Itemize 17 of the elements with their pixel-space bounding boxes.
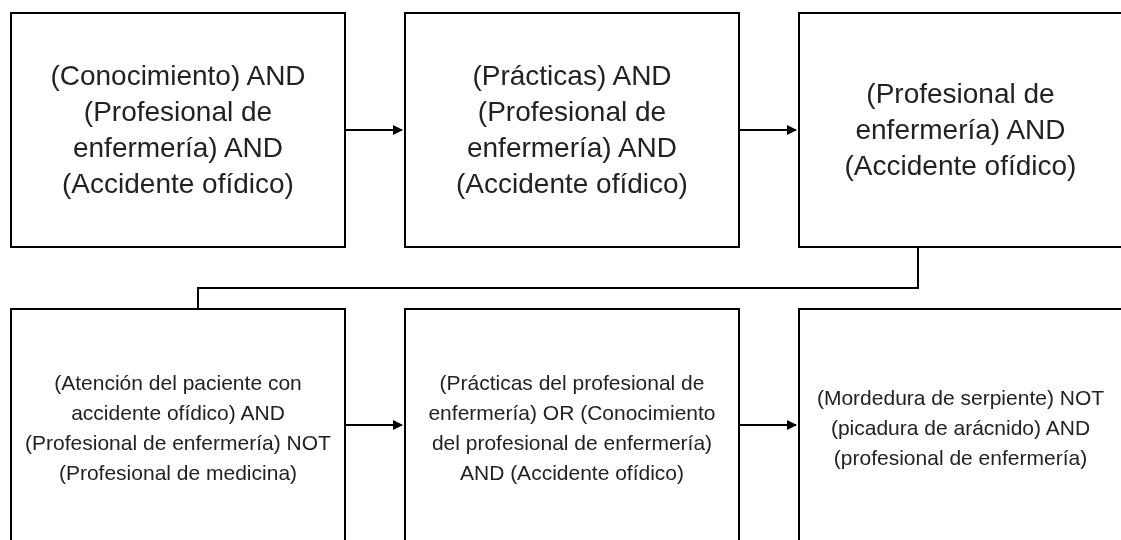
box-text: (Prácticas del profesional de enfermería) OR (Conocimiento del profesional de enfermería) AND (Accidente ofídico) — [427, 370, 717, 486]
arrow — [739, 125, 797, 135]
process-box — [404, 308, 740, 540]
process-box — [10, 308, 346, 540]
box-text: (Prácticas) AND (Profesional de enfermería) AND (Accidente ofídico) — [455, 59, 689, 201]
arrow — [739, 420, 797, 430]
connector-line — [197, 247, 919, 309]
process-box — [798, 12, 1121, 248]
arrow — [345, 125, 403, 135]
box-text: (Profesional de enfermería) AND (Accidente ofídico) — [843, 77, 1078, 183]
box-text: (Atención del paciente con accidente ofídico) AND (Profesional de enfermería) NOT (Profesional de medicina) — [24, 370, 332, 486]
box-text: (Mordedura de serpiente) NOT (picadura de arácnido) AND (profesional de enfermería) — [815, 385, 1106, 471]
process-box — [798, 308, 1121, 540]
process-box — [404, 12, 740, 248]
process-box — [10, 12, 346, 248]
arrow — [345, 420, 403, 430]
box-text: (Conocimiento) AND (Profesional de enfermería) AND (Accidente ofídico) — [49, 59, 307, 201]
